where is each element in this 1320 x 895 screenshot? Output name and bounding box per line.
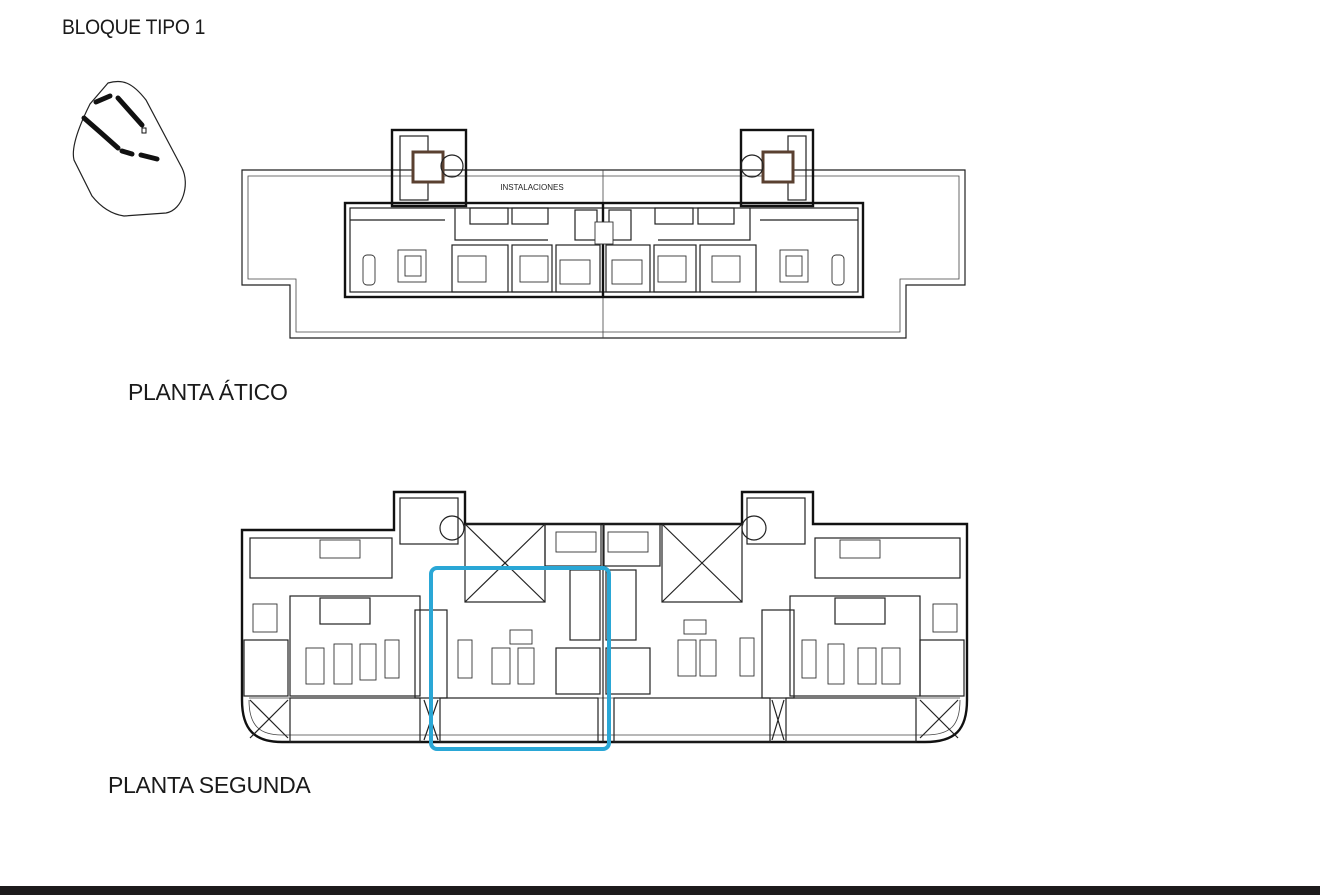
- stair-tower-left: [390, 128, 468, 208]
- building-outline: [240, 490, 969, 744]
- site-plan-key: [72, 80, 186, 217]
- highlighted-unit: [429, 566, 611, 751]
- block-title: BLOQUE TIPO 1: [62, 16, 206, 39]
- terrace-outline: [241, 169, 966, 339]
- bottom-bar: [0, 886, 1320, 895]
- stair-tower-right: [739, 128, 815, 208]
- attic-plan-title: PLANTA ÁTICO: [128, 379, 288, 405]
- attic-floor-plan: INSTALACIONES: [241, 128, 966, 339]
- second-floor-plan-title: PLANTA SEGUNDA: [108, 772, 311, 798]
- second-floor-plan: [240, 490, 969, 751]
- second-floor-furniture: [252, 531, 958, 685]
- installations-label: INSTALACIONES: [500, 183, 563, 192]
- attic-furniture: [362, 221, 845, 286]
